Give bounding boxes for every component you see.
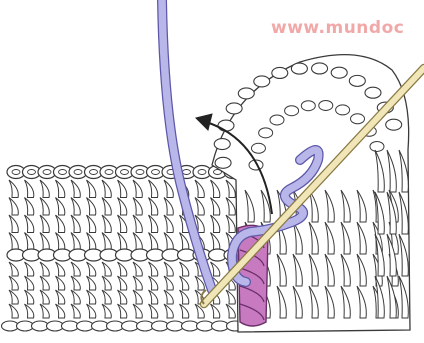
raised-chain-stitch <box>215 157 231 168</box>
raised-chain-stitch <box>291 63 307 74</box>
raised-chain-stitch <box>331 67 347 78</box>
raised-inner-stitch <box>251 143 265 153</box>
raised-chain-stitch <box>312 63 328 74</box>
raised-chain-stitch <box>218 120 234 131</box>
raised-inner-stitch <box>351 114 365 124</box>
raised-chain-stitch <box>272 67 288 78</box>
raised-chain-stitch <box>365 87 381 98</box>
raised-inner-stitch <box>270 115 284 125</box>
raised-inner-stitch <box>259 128 273 138</box>
raised-chain-stitch <box>214 139 230 150</box>
crochet-fabric <box>2 163 244 335</box>
raised-chain-stitch <box>254 76 270 87</box>
raised-inner-stitch <box>301 101 315 111</box>
raised-inner-stitch <box>336 105 350 115</box>
raised-inner-stitch <box>285 106 299 116</box>
raised-chain-stitch <box>349 75 365 86</box>
raised-chain-stitch <box>238 88 254 99</box>
raised-inner-stitch <box>370 141 384 151</box>
arrow-head <box>196 114 212 130</box>
raised-chain-stitch <box>226 103 242 114</box>
raised-inner-stitch <box>319 100 333 110</box>
raised-chain-stitch <box>386 119 402 130</box>
